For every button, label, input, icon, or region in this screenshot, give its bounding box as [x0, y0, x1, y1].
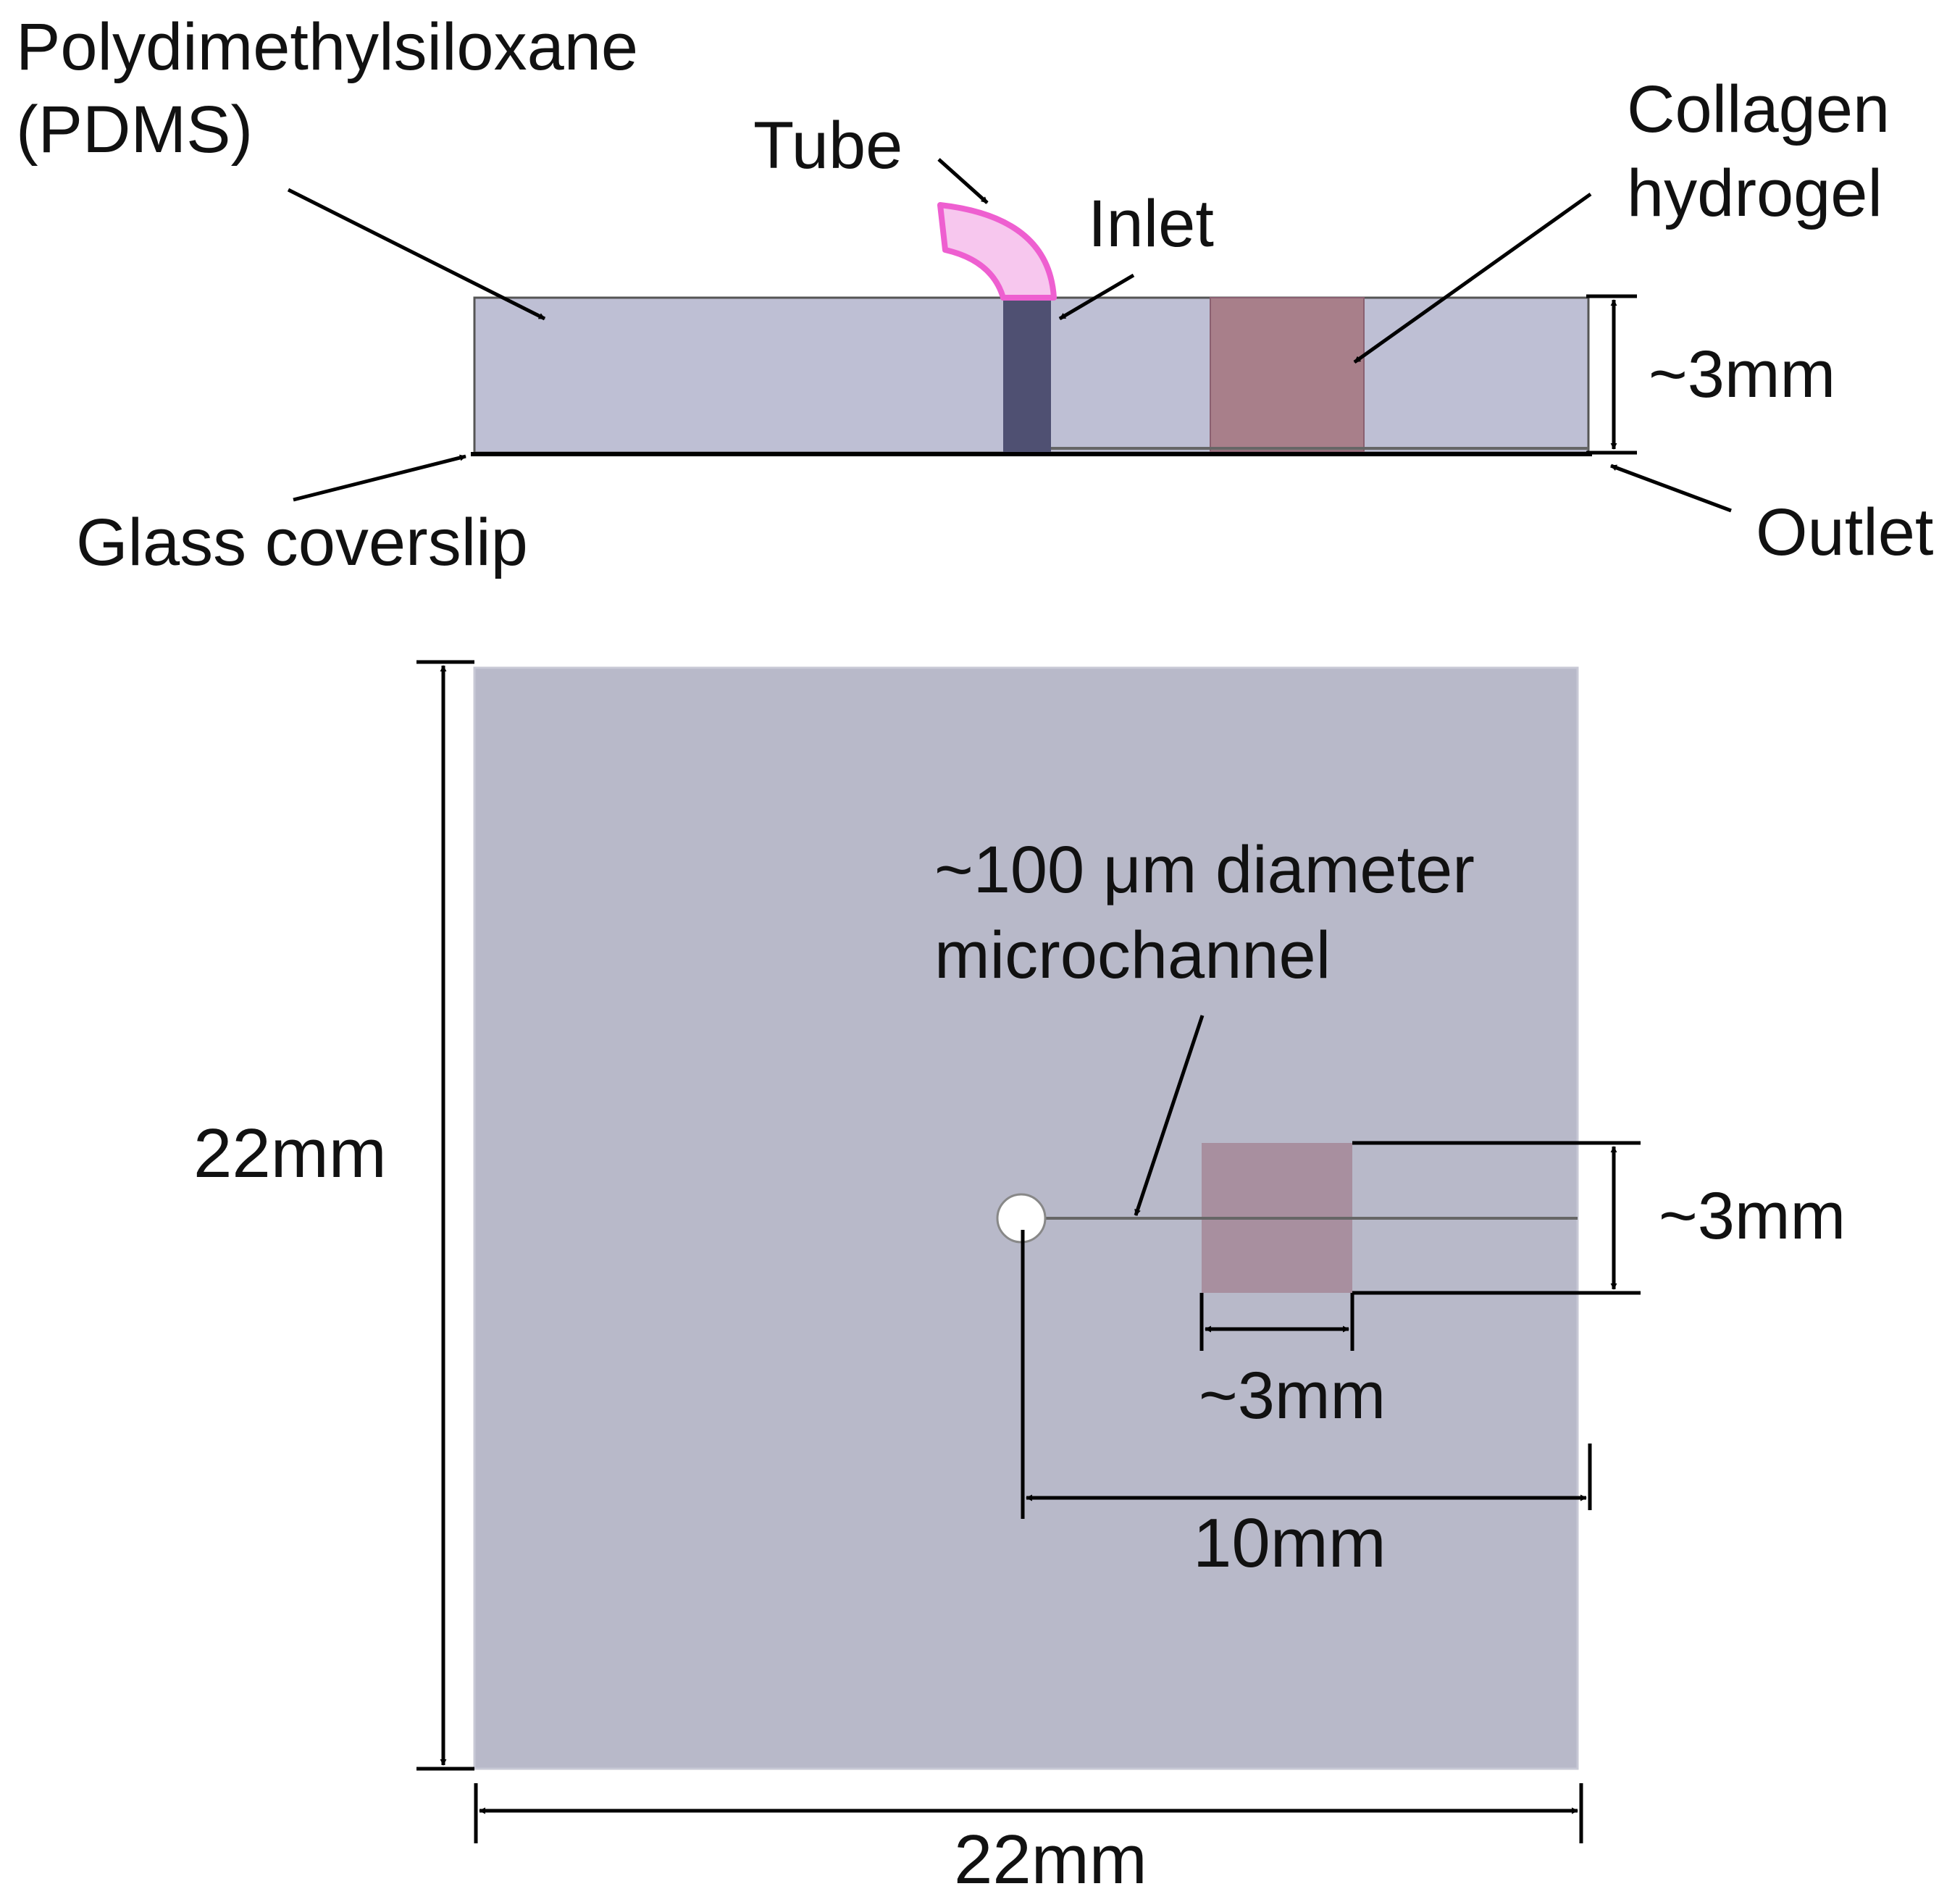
gel-height-label: ~3mm — [1659, 1179, 1846, 1253]
inlet-label: Inlet — [1088, 187, 1214, 261]
microchannel-arrow — [1134, 1015, 1205, 1216]
gel-width-label: ~3mm — [1199, 1359, 1386, 1433]
hydrogel-label-line1: Collagen — [1627, 72, 1890, 146]
coverslip-label: Glass coverslip — [76, 506, 528, 579]
inlet-channel — [1003, 298, 1051, 453]
coverslip-arrow — [293, 454, 466, 502]
microchannel-label-line2: microchannel — [934, 918, 1331, 992]
chip-height-label: 22mm — [193, 1115, 387, 1192]
hydrogel-block-side — [1210, 297, 1365, 452]
side-height-label: ~3mm — [1649, 338, 1835, 411]
pdms-arrow — [287, 188, 546, 321]
tube-label: Tube — [753, 109, 902, 183]
outlet-label: Outlet — [1756, 495, 1933, 569]
side-view: Polydimethylsiloxane (PDMS) Tube Inlet C… — [16, 10, 1933, 579]
chip-width-label: 22mm — [954, 1821, 1147, 1898]
tube-arrow — [937, 158, 989, 204]
top-view: ~100 μm diameter microchannel 22mm 22mm … — [193, 660, 1846, 1898]
pdms-label-line2: (PDMS) — [16, 93, 253, 167]
microchannel-label-line1: ~100 μm diameter — [934, 833, 1475, 907]
hydrogel-label-line2: hydrogel — [1627, 156, 1882, 230]
pdms-label-line1: Polydimethylsiloxane — [16, 10, 638, 84]
outlet-arrow — [1610, 464, 1732, 513]
channel-length-label: 10mm — [1193, 1504, 1386, 1582]
tube-shape — [937, 202, 1057, 301]
inlet-arrow — [1058, 273, 1135, 321]
hydrogel-arrow — [1353, 192, 1592, 364]
